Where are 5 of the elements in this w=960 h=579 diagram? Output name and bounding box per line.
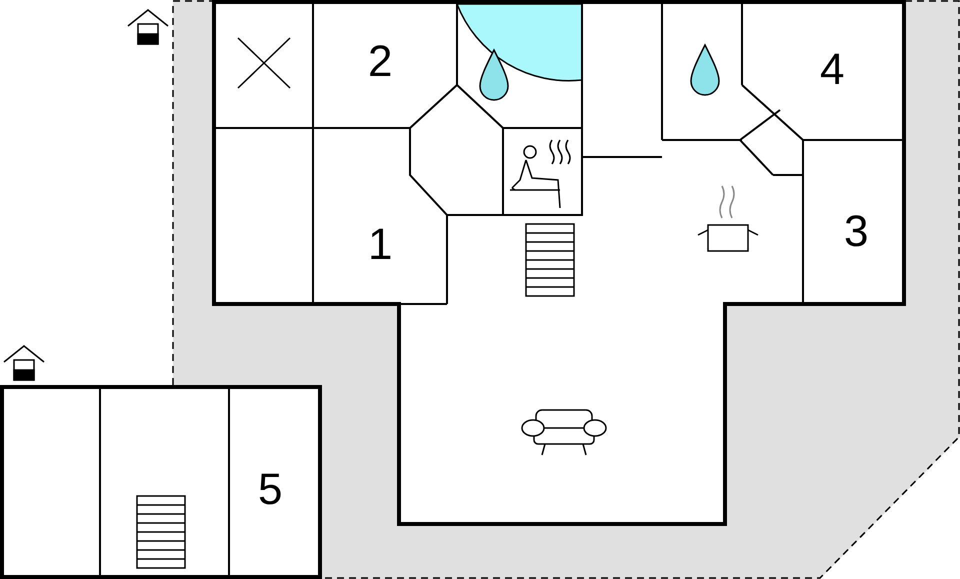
room-number: 1 (368, 223, 392, 267)
room-number: 3 (844, 210, 868, 254)
room-number: 2 (368, 40, 392, 84)
room-number: 4 (820, 48, 844, 92)
room-number: 5 (258, 468, 282, 512)
